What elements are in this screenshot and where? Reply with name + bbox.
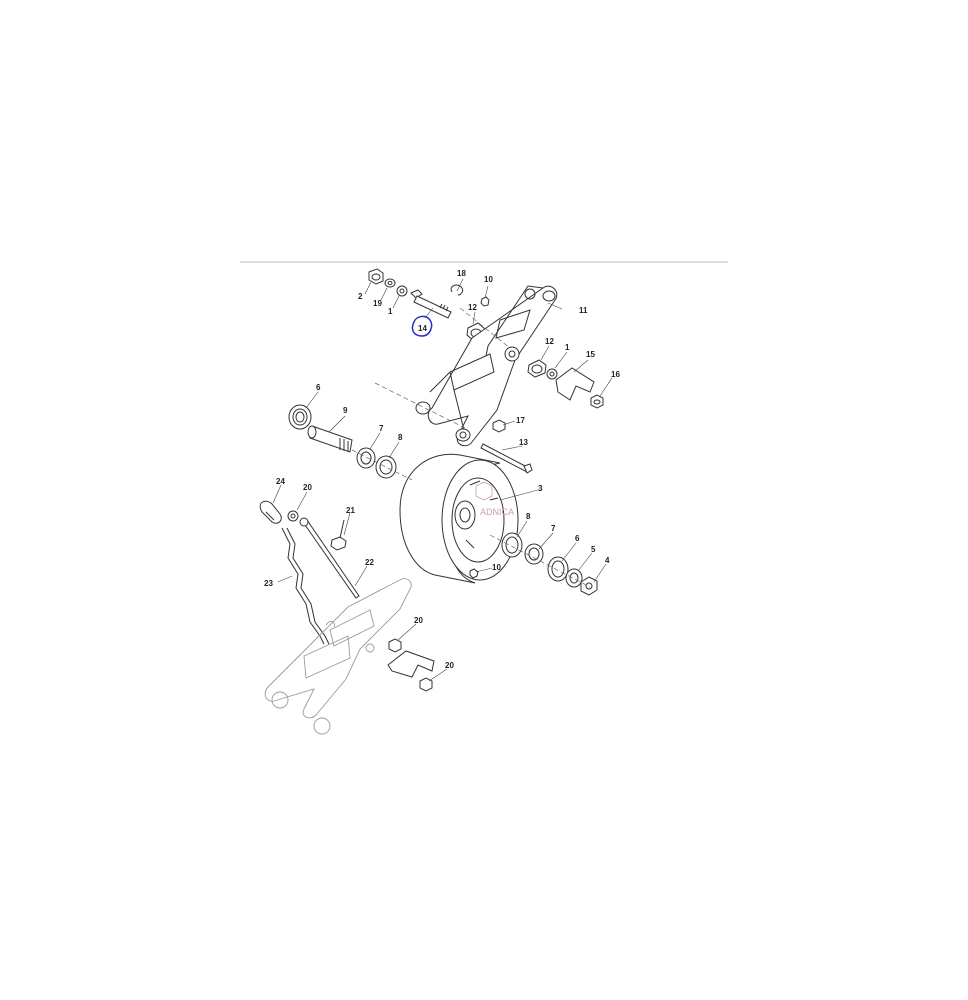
callout-7: 7 [379,424,384,433]
callout-7: 7 [551,524,556,533]
callout-13: 13 [519,438,528,447]
part-12-bushing-right [527,359,547,378]
callout-11: 11 [579,306,588,315]
callout-22: 22 [365,558,374,567]
part-22-rod [299,517,360,599]
callout-6: 6 [575,534,580,543]
part-2-nut [368,268,384,285]
part-6-seal-left [288,404,312,430]
part-14-shaft [410,289,452,319]
part-18-clip [450,284,464,296]
part-3-roller-wheel [399,453,519,584]
part-15-bracket [555,367,595,401]
part-4-nut [580,576,598,596]
part-10-fitting-lower [469,568,479,579]
callout-19: 19 [373,299,382,308]
ghost-frame-lower [264,578,412,735]
part-17-nut [492,419,506,433]
callout-labels: 2 19 1 18 10 12 14 11 12 1 15 16 6 9 7 8… [264,269,620,670]
callout-2: 2 [358,292,363,301]
callout-12: 12 [545,337,554,346]
callout-20: 20 [303,483,312,492]
callout-23: 23 [264,579,273,588]
callout-8: 8 [526,512,531,521]
callout-1: 1 [388,307,393,316]
callout-17: 17 [516,416,525,425]
callout-4: 4 [605,556,610,565]
part-21-bolt [330,519,347,551]
callout-20: 20 [445,661,454,670]
callout-10: 10 [492,563,501,572]
callout-20: 20 [414,616,423,625]
callout-1: 1 [565,343,570,352]
callout-8: 8 [398,433,403,442]
part-10-fitting-upper [480,296,490,307]
part-7-bearing-right [524,543,544,565]
callout-15: 15 [586,350,595,359]
watermark-logo: ADNICA [475,481,514,517]
part-8-cup-right [501,532,523,558]
part-16-nut [590,394,604,409]
part-13-bolt [480,443,533,474]
lower-bracket [387,650,435,678]
callout-18: 18 [457,269,466,278]
part-5-washer [565,568,583,588]
callout-21: 21 [346,506,355,515]
callout-12: 12 [468,303,477,312]
part-20-nut-bottom [419,677,433,692]
part-9-axle [307,425,353,453]
callout-6: 6 [316,383,321,392]
callout-10: 10 [484,275,493,284]
callout-14-highlight [411,315,433,337]
part-1-washer [396,285,408,297]
part-23-chain [281,527,330,645]
part-24-link [259,500,282,524]
part-11-swing-arm [415,285,558,447]
part-20-nut-middle [388,638,402,653]
part-19-washer [384,278,396,288]
part-6-seal-right [547,556,569,582]
watermark-text: ADNICA [480,507,514,517]
callout-9: 9 [343,406,348,415]
part-8-cup-left [375,455,397,479]
part-7-bearing-left [356,447,376,469]
part-20-nut-upper [287,510,299,522]
callout-24: 24 [276,477,285,486]
callout-5: 5 [591,545,596,554]
part-1-washer-right [546,368,558,380]
assembly-axis-lines [351,307,591,588]
callout-3: 3 [538,484,543,493]
callout-14: 14 [418,324,427,333]
callout-16: 16 [611,370,620,379]
